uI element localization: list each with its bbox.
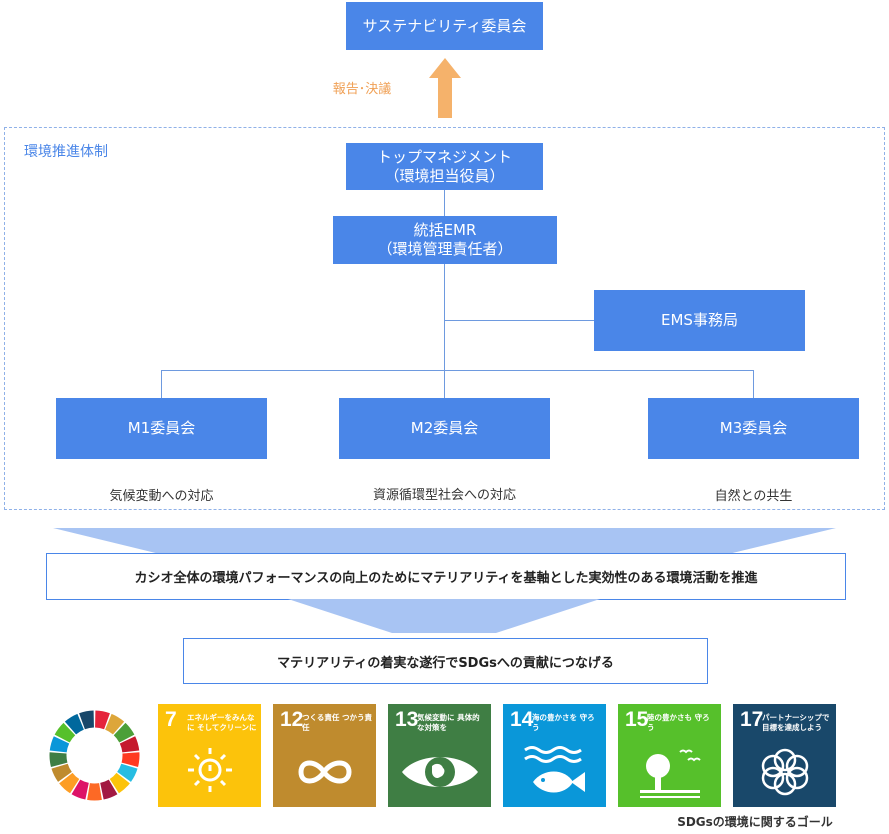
sdg-wheel-segment — [49, 736, 70, 753]
m1-committee-label: M1委員会 — [127, 419, 196, 437]
sdg-goal-15-text: 陸の豊かさも 守ろう — [647, 713, 710, 732]
connector-m3 — [753, 370, 754, 398]
sdg-wheel-segment — [59, 772, 80, 794]
sdg-goal-14-text: 海の豊かさを 守ろう — [532, 713, 595, 732]
sdg-wheel-segment — [51, 763, 72, 782]
m1-committee-description: 気候変動への対応 — [109, 489, 214, 504]
sdg-goal-13-tile: 13 気候変動に 具体的な対策を — [388, 704, 491, 807]
connector-emr-down — [444, 264, 445, 398]
top-management-line2: （環境担当役員） — [384, 166, 505, 185]
emr-line2: （環境管理責任者） — [377, 240, 513, 258]
sdg-wheel-segment — [121, 752, 140, 767]
sdg-wheel-segment — [71, 779, 89, 800]
environment-promotion-frame — [4, 127, 885, 510]
sdg-wheel-segment — [113, 722, 135, 743]
eye-globe-icon — [402, 757, 478, 787]
sdg-goal-7-tile: 7 エネルギーをみんなに そしてクリーンに — [158, 704, 261, 807]
sustainability-committee-label: サステナビリティ委員会 — [362, 16, 527, 35]
sdg-goal-15-number: 15 — [625, 708, 649, 731]
sdg-goal-12-text: つくる責任 つかう責任 — [302, 713, 372, 732]
sdg-goal-13-text: 気候変動に 具体的な対策を — [417, 713, 480, 732]
sustainability-committee-box: サステナビリティ委員会 — [346, 2, 543, 50]
message-1-text: カシオ全体の環境パフォーマンスの向上のためにマテリアリティを基軸とした実効性のあ… — [134, 571, 758, 586]
m2-committee-label: M2委員会 — [410, 419, 479, 437]
up-arrow-icon — [429, 58, 461, 118]
connector-m1 — [161, 370, 162, 398]
sdg-goal-14-tile: 14 海の豊かさを 守ろう — [503, 704, 606, 807]
sdg-goal-12-number: 12 — [280, 708, 304, 731]
funnel-arrow-1 — [53, 528, 836, 556]
report-resolution-label: 報告･決議 — [332, 82, 392, 97]
sdg-goal-17-number: 17 — [740, 708, 764, 731]
message-box-2: マテリアリティの着実な遂行でSDGsへの貢献につなげる — [183, 638, 708, 684]
emr-box: 統括EMR （環境管理責任者） — [333, 216, 557, 264]
m3-committee-label: M3委員会 — [719, 419, 788, 437]
sdg-wheel-segment — [117, 763, 138, 782]
tree-icon — [640, 749, 701, 798]
m2-committee-box: M2委員会 — [339, 398, 550, 459]
frame-title: 環境推進体制 — [24, 144, 108, 160]
fish-icon — [524, 746, 585, 793]
sdg-goal-17-text: パートナーシップで 目標を達成しよう — [762, 713, 830, 732]
sdg-goal-12-tile: 12 つくる責任 つかう責任 — [273, 704, 376, 807]
sdg-goal-7-number: 7 — [165, 708, 177, 731]
sdg-caption: SDGsの環境に関するゴール — [677, 815, 833, 829]
sdg-wheel-segment — [64, 713, 84, 735]
sdg-goal-17-tile: 17 パートナーシップで 目標を達成しよう — [733, 704, 836, 807]
sdg-wheel-segment — [95, 710, 110, 730]
sdg-wheel-segment — [119, 736, 140, 753]
sdg-wheel-segment — [87, 783, 102, 801]
sdg-wheel-segment — [105, 713, 125, 735]
sdg-goal-15-tile: 15 陸の豊かさも 守ろう — [618, 704, 721, 807]
sdg-wheel-icon — [49, 710, 140, 801]
top-management-line1: トップマネジメント — [376, 147, 512, 166]
sdg-wheel-segment — [54, 722, 76, 743]
sdg-wheel-segment — [109, 772, 130, 794]
sdg-goal-13-number: 13 — [395, 708, 419, 731]
m2-committee-description: 資源循環型社会への対応 — [372, 488, 516, 503]
ems-office-label: EMS事務局 — [661, 311, 738, 329]
funnel-arrow-2 — [288, 599, 600, 633]
m1-committee-box: M1委員会 — [56, 398, 267, 459]
m3-committee-description: 自然との共生 — [714, 489, 793, 504]
message-2-text: マテリアリティの着実な遂行でSDGsへの貢献につなげる — [277, 655, 614, 671]
flower-icon — [761, 748, 809, 796]
sdg-wheel-segment — [100, 779, 118, 800]
top-management-box: トップマネジメント （環境担当役員） — [346, 143, 543, 190]
connector-top-emr — [444, 190, 445, 216]
connector-horizontal — [161, 370, 754, 371]
sdg-wheel-segment — [49, 752, 68, 767]
ems-office-box: EMS事務局 — [594, 290, 805, 351]
connector-ems — [444, 320, 594, 321]
message-box-1: カシオ全体の環境パフォーマンスの向上のためにマテリアリティを基軸とした実効性のあ… — [46, 553, 846, 600]
m3-committee-box: M3委員会 — [648, 398, 859, 459]
emr-line1: 統括EMR — [413, 221, 477, 239]
sdg-wheel-segment — [79, 710, 94, 730]
sdg-goal-7-text: エネルギーをみんなに そしてクリーンに — [187, 713, 257, 732]
sun-icon — [188, 748, 232, 792]
infinity-icon — [298, 760, 352, 784]
sdg-goal-14-number: 14 — [510, 708, 534, 731]
